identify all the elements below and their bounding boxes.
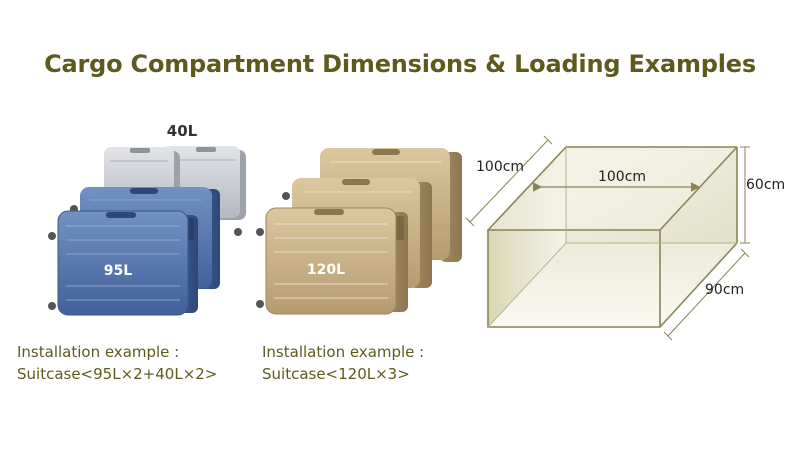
suitcase-95l-front: 95L <box>48 210 198 316</box>
caption-example-2-line-1: Installation example : <box>262 343 425 361</box>
page-title: Cargo Compartment Dimensions & Loading E… <box>44 50 756 78</box>
cargo-box: 100cm 100cm 60cm 90cm <box>465 135 785 341</box>
height-dimension <box>740 146 750 244</box>
depth-label: 100cm <box>476 159 524 175</box>
depth-dimension <box>465 135 553 227</box>
caption-example-1: Installation example : Suitcase<95L×2+40… <box>17 341 217 385</box>
caption-example-2: Installation example : Suitcase<120L×3> <box>262 341 424 385</box>
width-label: 100cm <box>598 169 646 185</box>
loading-example-2: 120L <box>256 148 462 315</box>
loading-example-1: 40L 95L <box>48 122 246 316</box>
caption-example-1-line-1: Installation example : <box>17 343 180 361</box>
caption-example-2-line-2: Suitcase<120L×3> <box>262 365 410 383</box>
caption-example-1-line-2: Suitcase<95L×2+40L×2> <box>17 365 218 383</box>
label-120l: 120L <box>307 262 345 278</box>
length-label: 90cm <box>705 282 744 298</box>
height-label: 60cm <box>746 177 785 193</box>
label-95l: 95L <box>104 263 132 279</box>
suitcase-120l-front: 120L <box>256 207 408 315</box>
label-40l: 40L <box>167 122 198 140</box>
length-dimension <box>663 248 750 341</box>
